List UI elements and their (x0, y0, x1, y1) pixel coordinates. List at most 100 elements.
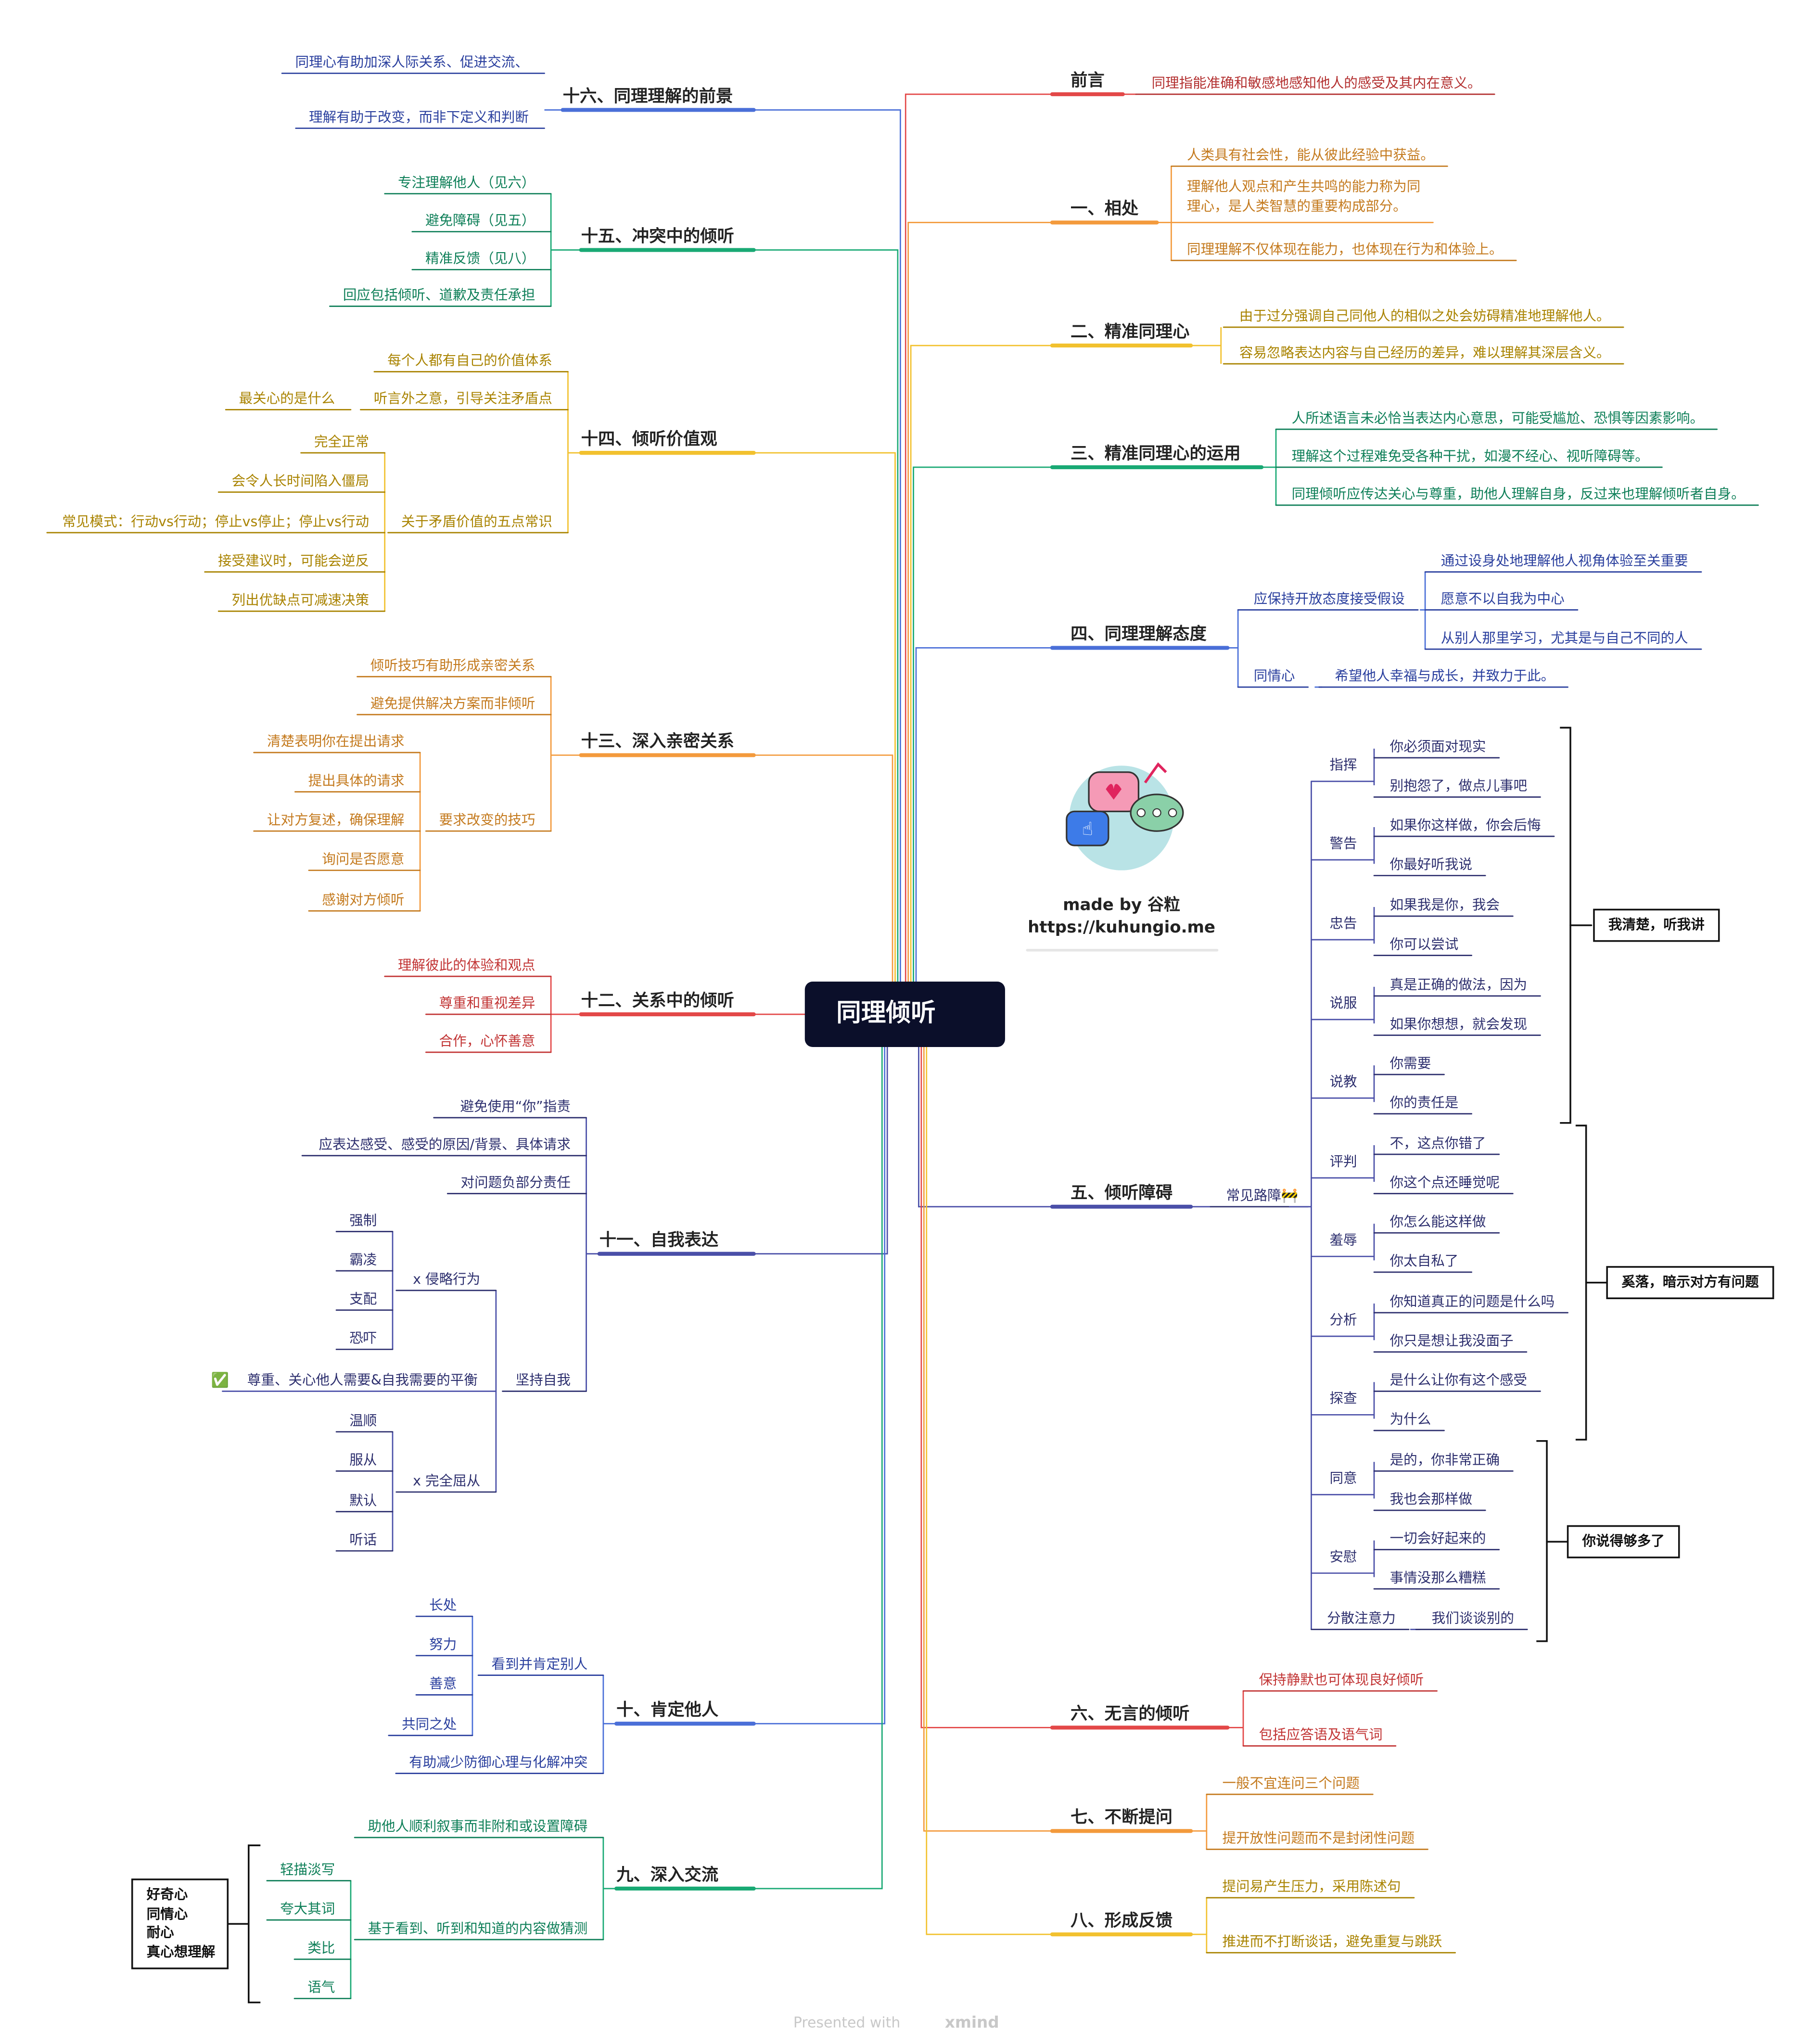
credit-url[interactable]: https://kuhungio.me (1028, 918, 1215, 937)
topic-item: 避免提供解决方案而非倾听 (370, 695, 535, 711)
obstacle-example: 你需要 (1390, 1055, 1431, 1071)
trunk-b1 (907, 222, 1054, 1021)
topic-item: 理心，是人类智慧的重要构成部分。 (1187, 198, 1407, 214)
topic-item: 常见模式：行动vs行动；停止vs停止；停止vs行动 (62, 513, 369, 529)
obstacle-example: 我也会那样做 (1390, 1491, 1472, 1507)
topic-item: 同理指能准确和敏感地感知他人的感受及其内在意义。 (1152, 75, 1481, 91)
trunk-b5 (918, 1021, 1054, 1208)
subtopic-label: 常见路障🚧 (1226, 1187, 1299, 1203)
obstacle-example: 你这个点还睡觉呢 (1390, 1174, 1500, 1190)
topic-item: 理解有助于改变，而非下定义和判断 (309, 109, 529, 125)
branch-title-b10[interactable]: 十、肯定他人 (616, 1700, 719, 1720)
obstacle-example: 你最好听我说 (1390, 856, 1472, 872)
topic-item: 感谢对方倾听 (322, 891, 404, 907)
summary-bracket (1560, 727, 1571, 1124)
summary-label: 同情心 (147, 1905, 188, 1922)
branch-title-b11[interactable]: 十一、自我表达 (599, 1230, 719, 1250)
trunk-b9 (752, 1021, 883, 1890)
branch-title-b12[interactable]: 十二、关系中的倾听 (581, 991, 734, 1010)
summary-box (1593, 908, 1720, 942)
topic-item: 理解这个过程难免受各种干扰，如漫不经心、视听障碍等。 (1292, 447, 1649, 464)
obstacle-example: 你太自私了 (1390, 1252, 1459, 1269)
trunk-b4 (915, 647, 1054, 1021)
subtopic-label: 看到并肯定别人 (491, 1656, 587, 1672)
summary-label: 你说得够多了 (1582, 1533, 1665, 1549)
trunk-b10 (752, 1021, 886, 1725)
obstacle-label: 分析 (1330, 1311, 1357, 1328)
trunk-b15 (752, 249, 899, 1021)
topic-item: 由于过分强调自己同他人的相似之处会妨碍精准地理解他人。 (1239, 307, 1610, 324)
central-topic-label[interactable]: 同理倾听 (836, 998, 936, 1027)
obstacle-example: 事情没那么糟糕 (1390, 1569, 1486, 1585)
topic-item: 容易忽略表达内容与自己经历的差异，难以理解其深层含义。 (1239, 344, 1610, 360)
obstacle-example: 如果我是你，我会 (1390, 896, 1500, 913)
branch-title-b8[interactable]: 八、形成反馈 (1071, 1911, 1173, 1930)
obstacle-example: 我们谈谈别的 (1432, 1610, 1514, 1626)
summary-bracket (1575, 1124, 1587, 1441)
topic-item: 听言外之意，引导关注矛盾点 (374, 390, 552, 407)
topic-item: 同理理解不仅体现在能力，也体现在行为和体验上。 (1187, 241, 1503, 257)
subtopic-label: 同情心 (1254, 667, 1295, 684)
topic-item: 类比 (307, 1940, 335, 1956)
branch-title-b7[interactable]: 七、不断提问 (1071, 1807, 1173, 1827)
obstacle-label: 忠告 (1330, 915, 1357, 931)
branch-title-b3[interactable]: 三、精准同理心的运用 (1071, 444, 1241, 463)
topic-item: 夸大其词 (280, 1900, 335, 1916)
svg-text:☝: ☝ (1082, 818, 1093, 839)
obstacle-label: 说服 (1330, 995, 1357, 1011)
branch-title-b9[interactable]: 九、深入交流 (616, 1865, 718, 1885)
topic-item: 共同之处 (402, 1716, 457, 1732)
topic-item: 听话 (349, 1531, 377, 1547)
obstacle-example: 真是正确的做法，因为 (1390, 976, 1527, 993)
branch-title-b14[interactable]: 十四、倾听价值观 (581, 429, 717, 449)
topic-item: 温顺 (349, 1412, 377, 1429)
topic-item: 轻描淡写 (280, 1861, 335, 1878)
trunk-b8 (926, 1021, 1054, 1935)
summary-label: 好奇心 (146, 1886, 188, 1903)
topic-item: 精准反馈（见八） (425, 250, 535, 267)
branch-title-b13[interactable]: 十三、深入亲密关系 (581, 731, 734, 751)
topic-item: 列出优缺点可减速决策 (232, 591, 369, 608)
topic-item: 人类具有社会性，能从彼此经验中获益。 (1187, 147, 1434, 163)
trunk-b16 (752, 109, 901, 1021)
central-topic[interactable] (804, 982, 1005, 1047)
summary-bracket (1536, 1440, 1548, 1642)
obstacle-example: 你的责任是 (1390, 1094, 1459, 1111)
summary-label: 耐心 (147, 1924, 175, 1940)
branch-title-b1[interactable]: 一、相处 (1071, 199, 1139, 218)
obstacle-example: 你可以尝试 (1390, 936, 1459, 952)
branch-title-b5[interactable]: 五、倾听障碍 (1071, 1183, 1173, 1203)
summary-label: 我清楚，听我讲 (1608, 916, 1705, 933)
topic-item: 推进而不打断谈话，避免重复与跳跃 (1222, 1933, 1442, 1949)
branch-title-b4[interactable]: 四、同理理解态度 (1071, 624, 1207, 644)
branch-title-b6[interactable]: 六、无言的倾听 (1071, 1704, 1190, 1724)
obstacle-label: 警告 (1330, 835, 1357, 851)
summary-box (1567, 1525, 1680, 1559)
subtopic-label: 关于矛盾价值的五点常识 (401, 513, 552, 529)
topic-item: 人所述语言未必恰当表达内心意思，可能受尴尬、恐惧等因素影响。 (1292, 409, 1704, 426)
obstacle-example: 别抱怨了，做点儿事吧 (1390, 778, 1527, 794)
topic-item: 同理心有助加深人际关系、促进交流、 (295, 54, 529, 70)
branch-title-qianyan[interactable]: 前言 (1071, 71, 1105, 90)
summary-box (1606, 1266, 1774, 1300)
branch-title-b2[interactable]: 二、精准同理心 (1071, 322, 1190, 342)
topic-item: 一般不宜连问三个问题 (1222, 1775, 1359, 1791)
branch-title-b16[interactable]: 十六、同理理解的前景 (563, 86, 733, 106)
branch-title-b15[interactable]: 十五、冲突中的倾听 (581, 226, 734, 246)
topic-item: 善意 (429, 1675, 457, 1692)
obstacle-example: 你知道真正的问题是什么吗 (1390, 1293, 1555, 1309)
topic-item: 希望他人幸福与成长，并致力于此。 (1335, 667, 1555, 684)
topic-item: 合作，心怀善意 (439, 1033, 535, 1049)
topic-item: 助他人顺利叙事而非附和或设置障碍 (368, 1818, 588, 1834)
summary-label: 奚落，暗示对方有问题 (1621, 1274, 1759, 1290)
obstacle-example: 你必须面对现实 (1390, 738, 1486, 754)
trunk-b3 (913, 466, 1054, 1021)
obstacle-label: 指挥 (1330, 756, 1357, 773)
topic-item: 霸凌 (349, 1251, 377, 1267)
topic-item: 保持静默也可体现良好倾听 (1259, 1671, 1424, 1687)
topic-item: 基于看到、听到和知道的内容做猜测 (368, 1920, 588, 1936)
chat-illustration-icon: ☝ (1066, 762, 1184, 870)
credit-author: made by 谷粒 (1063, 895, 1180, 915)
topic-item: 服从 (349, 1452, 377, 1468)
subtopic-label: 要求改变的技巧 (439, 811, 535, 828)
